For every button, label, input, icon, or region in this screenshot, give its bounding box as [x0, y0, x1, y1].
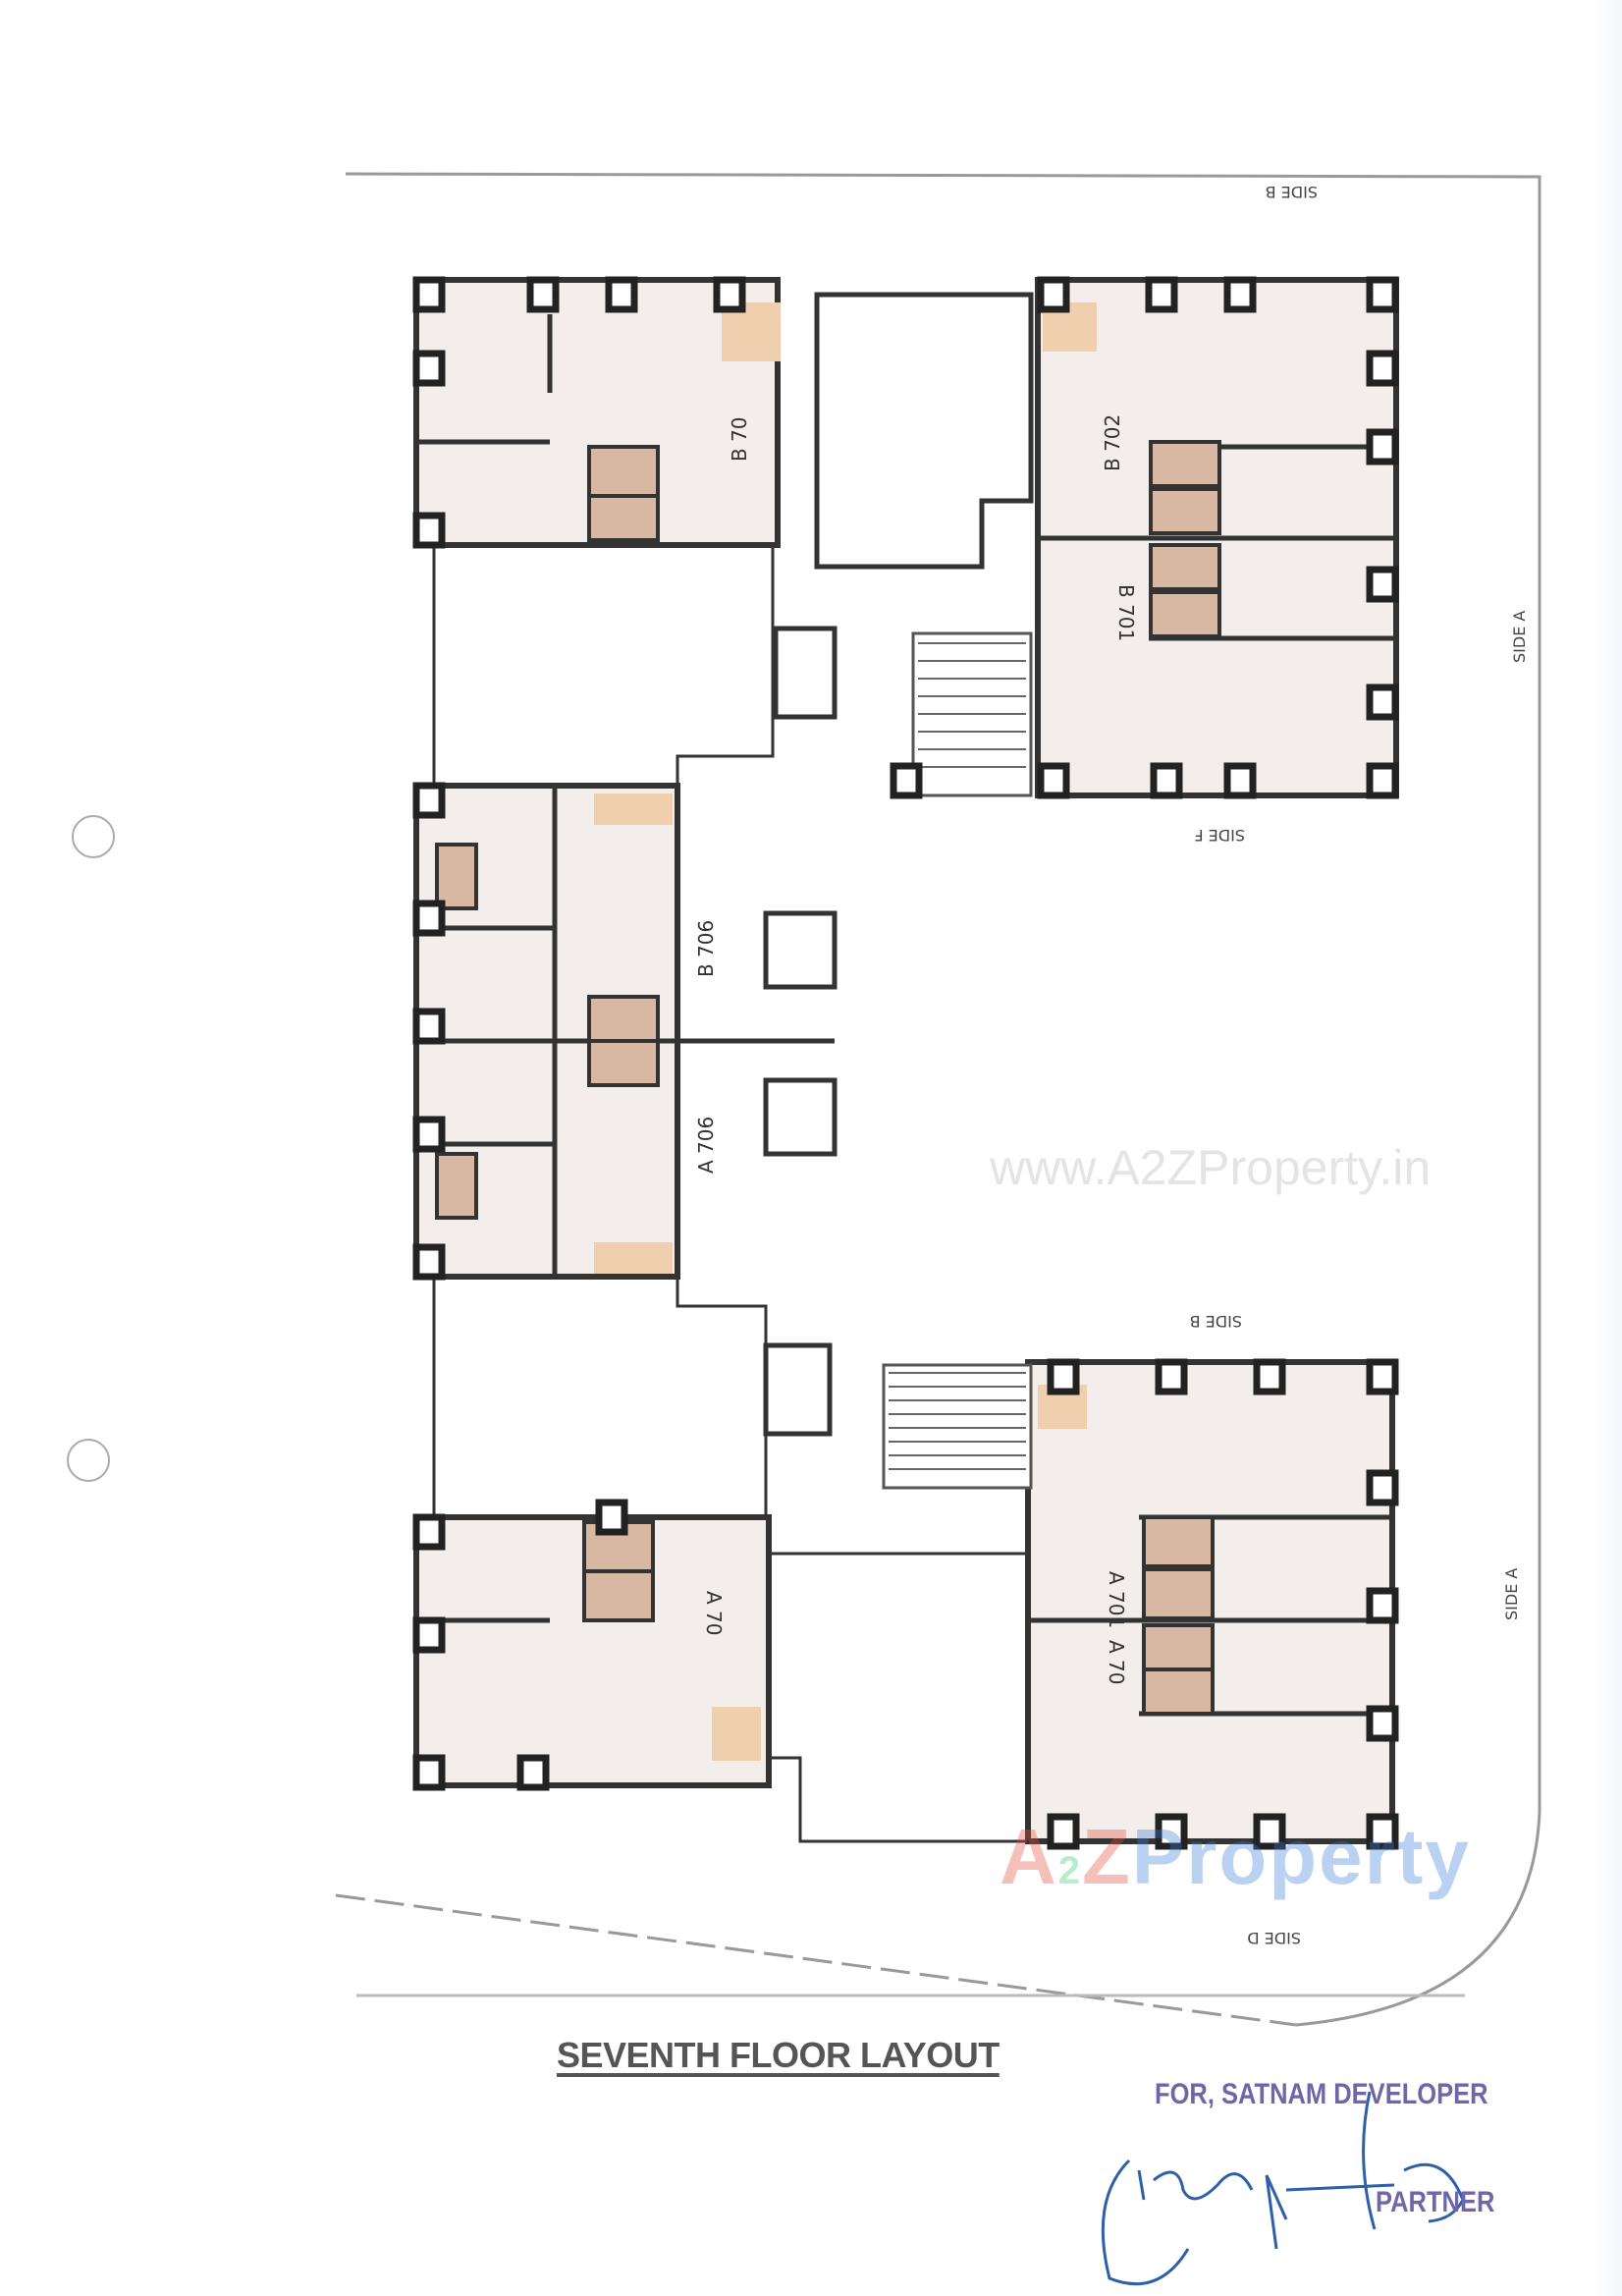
- structural-column: [1037, 762, 1070, 799]
- side-label-right-top: SIDE A: [1510, 611, 1529, 663]
- structural-column: [1253, 1358, 1286, 1395]
- structural-column: [713, 276, 746, 313]
- structural-column: [1366, 1469, 1399, 1506]
- structural-column: [1037, 276, 1070, 313]
- structural-column: [1047, 1813, 1080, 1850]
- unit-label: A 70: [702, 1591, 726, 1636]
- logo-a: A: [1000, 1813, 1058, 1900]
- structural-column: [412, 1008, 446, 1045]
- structural-column: [1155, 1813, 1188, 1850]
- unit-label: A 706: [694, 1117, 718, 1174]
- side-label-bottom: SIDE D: [1247, 1929, 1301, 1947]
- punch-hole: [72, 815, 115, 858]
- side-label-top: SIDE B: [1266, 183, 1318, 201]
- structural-column: [1253, 1813, 1286, 1850]
- unit-label: B 70: [728, 416, 751, 462]
- structural-column: [526, 276, 560, 313]
- structural-column: [1366, 762, 1399, 799]
- logo-2: 2: [1057, 1849, 1083, 1892]
- unit-label: A 701: [1105, 1571, 1128, 1628]
- structural-column: [1366, 1358, 1399, 1395]
- structural-column: [412, 1754, 446, 1791]
- a2z-logo: A2ZProperty: [1000, 1812, 1471, 1902]
- staircase: [882, 631, 1033, 1490]
- structural-column: [412, 1616, 446, 1654]
- structural-column: [595, 1499, 628, 1536]
- structural-column: [412, 1513, 446, 1551]
- structural-column: [1047, 1358, 1080, 1395]
- unit-label: A 70: [1105, 1640, 1128, 1685]
- structural-column: [1145, 276, 1178, 313]
- structural-column: [605, 276, 638, 313]
- unit-label: B 706: [694, 920, 718, 977]
- side-label-right-bottom: SIDE A: [1502, 1568, 1521, 1620]
- page-title: SEVENTH FLOOR LAYOUT: [557, 2035, 1000, 2075]
- structural-column: [1223, 762, 1257, 799]
- structural-column: [412, 276, 446, 313]
- unit-block-top-left: [413, 277, 781, 548]
- structural-column: [1150, 762, 1183, 799]
- structural-column: [1223, 276, 1257, 313]
- unit-label: B 702: [1101, 414, 1124, 471]
- structural-column: [1366, 566, 1399, 603]
- side-label-middle-bottom: SIDE B: [1190, 1312, 1242, 1331]
- structural-column: [516, 1754, 550, 1791]
- structural-column: [412, 1243, 446, 1281]
- structural-column: [1366, 276, 1399, 313]
- stamp-role: PARTNER: [1376, 2186, 1495, 2218]
- logo-z: Z: [1082, 1813, 1132, 1900]
- scan-edge: [1593, 0, 1622, 2296]
- structural-column: [1366, 1587, 1399, 1624]
- structural-column: [1366, 1705, 1399, 1742]
- structural-column: [412, 782, 446, 819]
- signature-drawing: [1101, 2091, 1465, 2286]
- structural-column: [1366, 350, 1399, 387]
- structural-column: [412, 350, 446, 387]
- structural-column: [412, 1116, 446, 1153]
- unit-label: B 701: [1114, 584, 1138, 641]
- side-label-middle-top: SIDE F: [1194, 826, 1245, 845]
- structural-column: [890, 762, 923, 799]
- structural-column: [1366, 428, 1399, 465]
- plot-boundary: [335, 172, 1541, 2027]
- structural-column: [1366, 1813, 1399, 1850]
- structural-column: [1366, 683, 1399, 721]
- structural-column: [1155, 1358, 1188, 1395]
- structural-column: [412, 900, 446, 937]
- structural-column: [412, 512, 446, 549]
- logo-property: Property: [1131, 1813, 1471, 1900]
- stamp-company: FOR, SATNAM DEVELOPER: [1155, 2078, 1488, 2110]
- watermark: www.A2ZProperty.in: [990, 1140, 1432, 1195]
- punch-hole: [67, 1439, 110, 1482]
